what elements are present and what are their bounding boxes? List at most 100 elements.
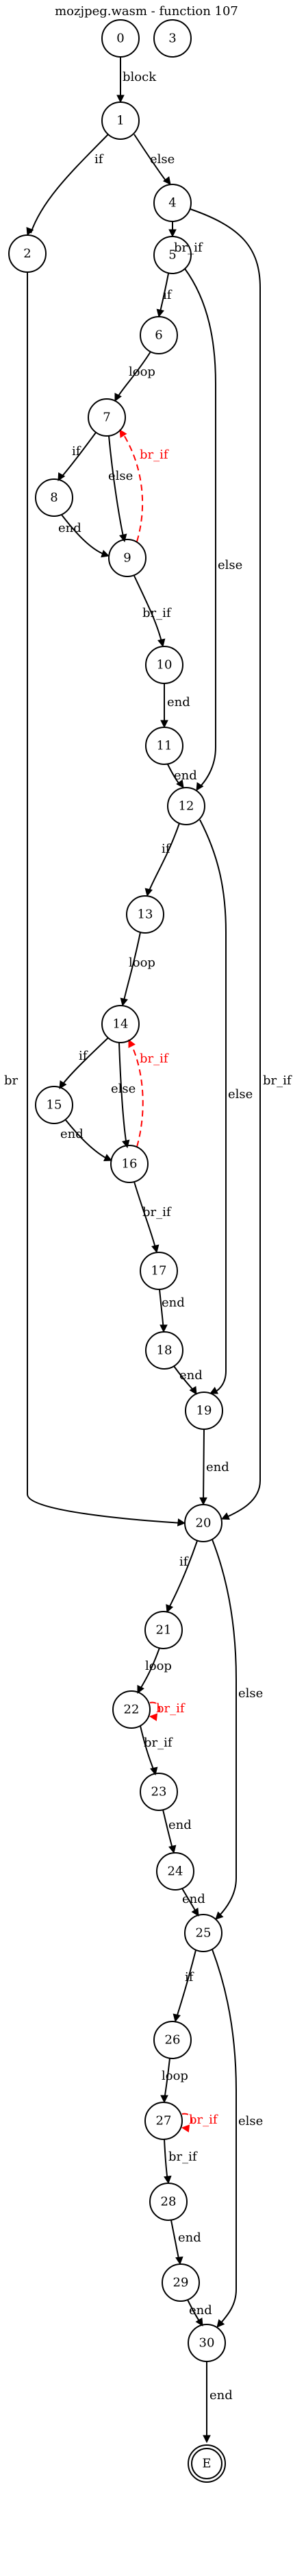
edge-label: else — [108, 469, 133, 483]
edge-label: br_if — [142, 606, 172, 620]
edge-arrowhead — [58, 472, 66, 481]
edge-21-to-22: loop — [137, 1647, 172, 1694]
edge-label: if — [162, 842, 171, 856]
edge-1-to-4: else — [133, 134, 175, 185]
edge-line — [108, 435, 125, 540]
node-label: 11 — [157, 739, 173, 753]
edge-arrowhead — [220, 1512, 230, 1520]
edge-label: br_if — [168, 2150, 198, 2164]
edge-arrowhead — [114, 393, 122, 402]
node-circle — [35, 478, 73, 517]
node-4: 4 — [153, 184, 192, 222]
edge-label: br_if — [156, 1701, 186, 1716]
edge-line — [190, 208, 261, 1519]
node-label: 28 — [161, 2195, 177, 2209]
edge-10-to-11: end — [160, 683, 190, 729]
node-circle — [167, 787, 205, 825]
edge-label: loop — [162, 2069, 188, 2083]
edge-line — [133, 1181, 157, 1251]
edge-25-to-30: else — [212, 1949, 263, 2328]
node-circle — [184, 1504, 222, 1542]
edge-line — [133, 575, 163, 645]
node-18: 18 — [145, 1331, 183, 1370]
node-label: 19 — [196, 1404, 212, 1418]
edge-27-to-27: br_if — [181, 2113, 218, 2133]
edge-18-to-19: end — [173, 1365, 203, 1395]
node-label: 0 — [116, 32, 124, 46]
edge-line — [199, 819, 227, 1394]
edge-label: else — [111, 1082, 136, 1096]
node-28: 28 — [149, 2183, 188, 2221]
edge-15-to-16: end — [60, 1119, 113, 1162]
node-circle — [88, 398, 126, 437]
edge-label: if — [94, 152, 104, 167]
edge-14-to-16: else — [111, 1042, 136, 1149]
node-0: 0 — [101, 19, 140, 58]
edge-4-to-20: br_if — [190, 208, 292, 1520]
node-circle — [144, 2102, 183, 2140]
edge-24-to-25: end — [181, 1888, 205, 1917]
edge-label: end — [58, 521, 81, 535]
node-label: 17 — [151, 1264, 167, 1278]
node-7: 7 — [88, 398, 126, 437]
edge-label: end — [168, 1818, 192, 1832]
node-label: 26 — [165, 2033, 181, 2048]
node-12: 12 — [167, 787, 205, 825]
edge-arrowhead — [175, 2256, 183, 2265]
node-label: 22 — [124, 1703, 140, 1717]
node-circle — [145, 1331, 183, 1370]
edge-arrowhead — [59, 1080, 67, 1089]
edge-0-to-1: block — [116, 57, 157, 104]
edge-27-to-28: br_if — [164, 2139, 198, 2185]
edge-arrowhead — [101, 550, 110, 558]
node-label: 12 — [179, 799, 194, 814]
node-label: 25 — [196, 1926, 212, 1941]
node-circle — [126, 895, 164, 934]
edge-arrowhead — [191, 1908, 199, 1917]
edge-arrowhead — [195, 2318, 203, 2326]
edge-label: br_if — [174, 241, 203, 255]
edge-label: br_if — [263, 1073, 292, 1088]
node-label: 4 — [168, 196, 176, 210]
node-label: 13 — [138, 908, 153, 922]
node-circle — [188, 2444, 226, 2483]
edge-label: else — [218, 558, 242, 572]
node-9: 9 — [108, 539, 146, 577]
edge-16-to-17: br_if — [133, 1181, 172, 1254]
edge-arrowhead — [119, 429, 127, 438]
node-26: 26 — [153, 2021, 192, 2059]
node-22: 22 — [112, 1690, 151, 1729]
node-10: 10 — [145, 646, 183, 684]
edge-arrowhead — [137, 1685, 144, 1694]
edge-arrowhead — [103, 1154, 113, 1162]
edge-arrowhead — [120, 997, 128, 1007]
node-circle — [110, 1145, 149, 1183]
edge-14-to-15: if — [59, 1037, 109, 1089]
edge-9-to-10: br_if — [133, 575, 172, 648]
edge-line — [164, 2139, 168, 2182]
edge-label: end — [60, 1127, 84, 1141]
edge-line — [118, 1042, 127, 1146]
edge-label: else — [228, 1087, 253, 1102]
edge-22-to-22: br_if — [149, 1701, 186, 1721]
node-label: 7 — [103, 411, 110, 425]
edge-7-to-9: else — [108, 435, 133, 543]
node-21: 21 — [144, 1611, 183, 1649]
edge-4-to-5: br_if — [168, 221, 203, 255]
edge-label: loop — [129, 956, 155, 970]
node-circle — [185, 1392, 223, 1430]
node-20: 20 — [184, 1504, 222, 1542]
edge-arrowhead — [162, 176, 171, 185]
edge-line — [27, 272, 183, 1524]
edge-line — [133, 134, 168, 183]
edge-label: if — [185, 1970, 194, 1984]
node-label: 5 — [168, 248, 176, 263]
edge-arrowhead — [196, 782, 204, 791]
node-circle — [35, 1086, 73, 1124]
node-label: 24 — [168, 1864, 183, 1879]
edge-line — [203, 1429, 205, 1503]
edge-line — [184, 268, 216, 789]
edge-8-to-9: end — [58, 514, 110, 558]
